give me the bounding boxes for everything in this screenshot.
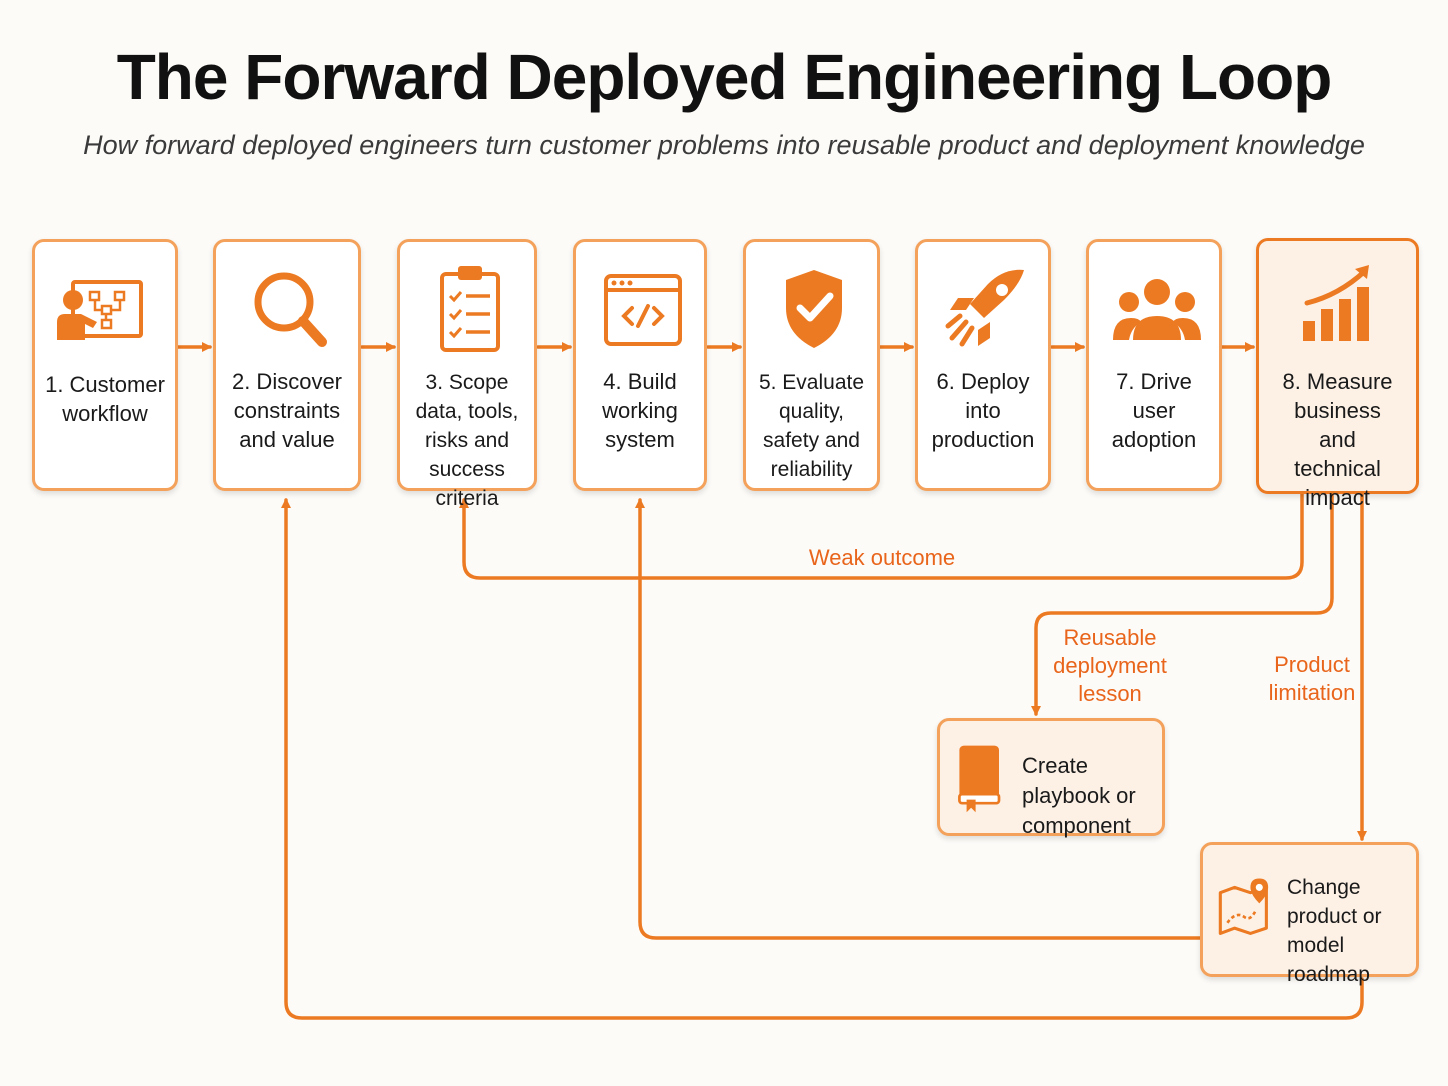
step-label: 8. Measure business and technical impact [1282, 369, 1393, 510]
users-icon [1113, 279, 1201, 340]
step-adoption: 7. Drive user adoption [1086, 239, 1222, 491]
step-label: 6. Deploy into production [931, 369, 1035, 452]
step-scope: 3. Scope data, tools, risks and success … [397, 239, 537, 510]
output-roadmap: Change product or model roadmap [1200, 842, 1419, 986]
output-label: Create playbook or component [1022, 753, 1136, 838]
step-discover-constraints: 2. Discover constraints and value [213, 239, 361, 491]
shield-check-icon [786, 270, 842, 348]
label-reusable-lesson: Reusable deployment lesson [1053, 625, 1167, 706]
book-icon [958, 745, 1001, 813]
step-label: 1. Customer workflow [45, 372, 165, 426]
clipboard-checklist-icon [440, 266, 500, 352]
label-product-limitation: Product limitation [1268, 652, 1356, 705]
label-weak-outcome: Weak outcome [808, 545, 956, 570]
step-deploy: 6. Deploy into production [915, 239, 1051, 491]
step-label: 7. Drive user adoption [1111, 369, 1197, 452]
step-customer-workflow: 1. Customer workflow [32, 239, 178, 491]
step-measure-impact: 8. Measure business and technical impact [1256, 238, 1419, 510]
rocket-icon [945, 269, 1024, 347]
output-playbook: Create playbook or component [937, 718, 1165, 838]
page-subtitle: How forward deployed engineers turn cust… [83, 130, 1365, 160]
code-window-icon [604, 274, 682, 346]
magnifier-icon [254, 272, 327, 347]
step-build: 4. Build working system [573, 239, 707, 491]
customer-workflow-icon [57, 280, 143, 340]
step-evaluate: 5. Evaluate quality, safety and reliabil… [743, 239, 880, 491]
step-label: 2. Discover constraints and value [231, 369, 343, 452]
map-pin-icon [1218, 878, 1269, 936]
output-label: Change product or model roadmap [1287, 876, 1382, 986]
step-label: 3. Scope data, tools, risks and success … [415, 371, 519, 510]
growth-chart-icon [1303, 265, 1369, 341]
step-label: 4. Build working system [602, 369, 678, 452]
step-label: 5. Evaluate quality, safety and reliabil… [758, 371, 865, 481]
page-title: The Forward Deployed Engineering Loop [116, 41, 1333, 113]
